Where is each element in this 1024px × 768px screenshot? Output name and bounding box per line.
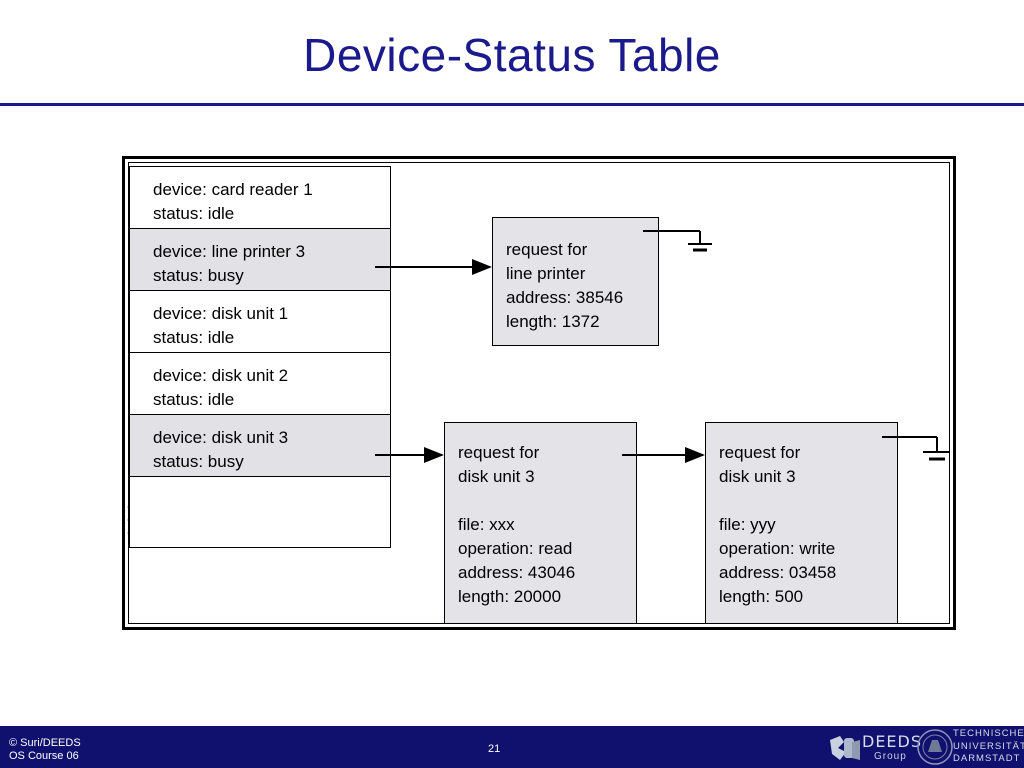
table-row-disk-unit-1: device: disk unit 1 status: idle: [130, 291, 390, 353]
status-label: status: idle: [153, 390, 235, 409]
request-box-line-printer: request for line printer address: 38546 …: [492, 217, 659, 346]
request-device: disk unit 3: [458, 467, 535, 486]
request-file: file: xxx: [458, 515, 515, 534]
table-row-line-printer: device: line printer 3 status: busy: [130, 229, 390, 291]
title-divider: [0, 103, 1024, 106]
request-address: address: 38546: [506, 288, 624, 307]
university-seal-icon: [917, 729, 953, 765]
null-terminator-printer: [643, 230, 712, 252]
request-device: line printer: [506, 264, 586, 283]
request-title: request for: [719, 443, 801, 462]
request-title: request for: [458, 443, 540, 462]
deeds-name: DEEDS: [862, 732, 923, 751]
deeds-subtitle: Group: [874, 751, 907, 762]
status-label: status: busy: [153, 266, 244, 285]
request-file: file: yyy: [719, 515, 776, 534]
page-number: 21: [488, 743, 501, 755]
request-address: address: 43046: [458, 563, 576, 582]
status-label: status: busy: [153, 452, 244, 471]
status-label: status: idle: [153, 328, 235, 347]
device-label: device: disk unit 1: [153, 304, 289, 323]
request-device: disk unit 3: [719, 467, 796, 486]
slide-footer: © Suri/DEEDS OS Course 06 21 DEEDS Group…: [0, 726, 1024, 768]
request-length: length: 20000: [458, 587, 562, 606]
deeds-logo-icon: [830, 736, 860, 760]
request-box-disk-write: request for disk unit 3 file: yyy operat…: [705, 422, 898, 624]
device-label: device: disk unit 3: [153, 428, 289, 447]
copyright-text: © Suri/DEEDS: [9, 737, 81, 749]
continuation-dots: . . .: [126, 491, 132, 539]
null-terminator-disk: [882, 436, 949, 461]
slide-title: Device-Status Table: [303, 29, 721, 81]
device-label: device: card reader 1: [153, 180, 313, 199]
device-status-table: device: card reader 1 status: idle devic…: [129, 166, 391, 548]
request-length: length: 1372: [506, 312, 600, 331]
request-box-disk-read: request for disk unit 3 file: xxx operat…: [444, 422, 637, 624]
request-length: length: 500: [719, 587, 804, 606]
footer-credits: © Suri/DEEDS OS Course 06: [9, 737, 81, 763]
table-row-disk-unit-2: device: disk unit 2 status: idle: [130, 353, 390, 415]
table-row-disk-unit-3: device: disk unit 3 status: busy: [130, 415, 390, 477]
request-title: request for: [506, 240, 588, 259]
diagram-frame-outer: [122, 156, 956, 630]
device-label: device: disk unit 2: [153, 366, 289, 385]
request-operation: operation: write: [719, 539, 836, 558]
university-name: TECHNISCHE UNIVERSITÄT DARMSTADT: [953, 728, 1024, 764]
request-operation: operation: read: [458, 539, 573, 558]
request-address: address: 03458: [719, 563, 837, 582]
device-label: device: line printer 3: [153, 242, 306, 261]
table-row-card-reader: device: card reader 1 status: idle: [130, 167, 390, 229]
status-label: status: idle: [153, 204, 235, 223]
course-text: OS Course 06: [9, 750, 79, 762]
